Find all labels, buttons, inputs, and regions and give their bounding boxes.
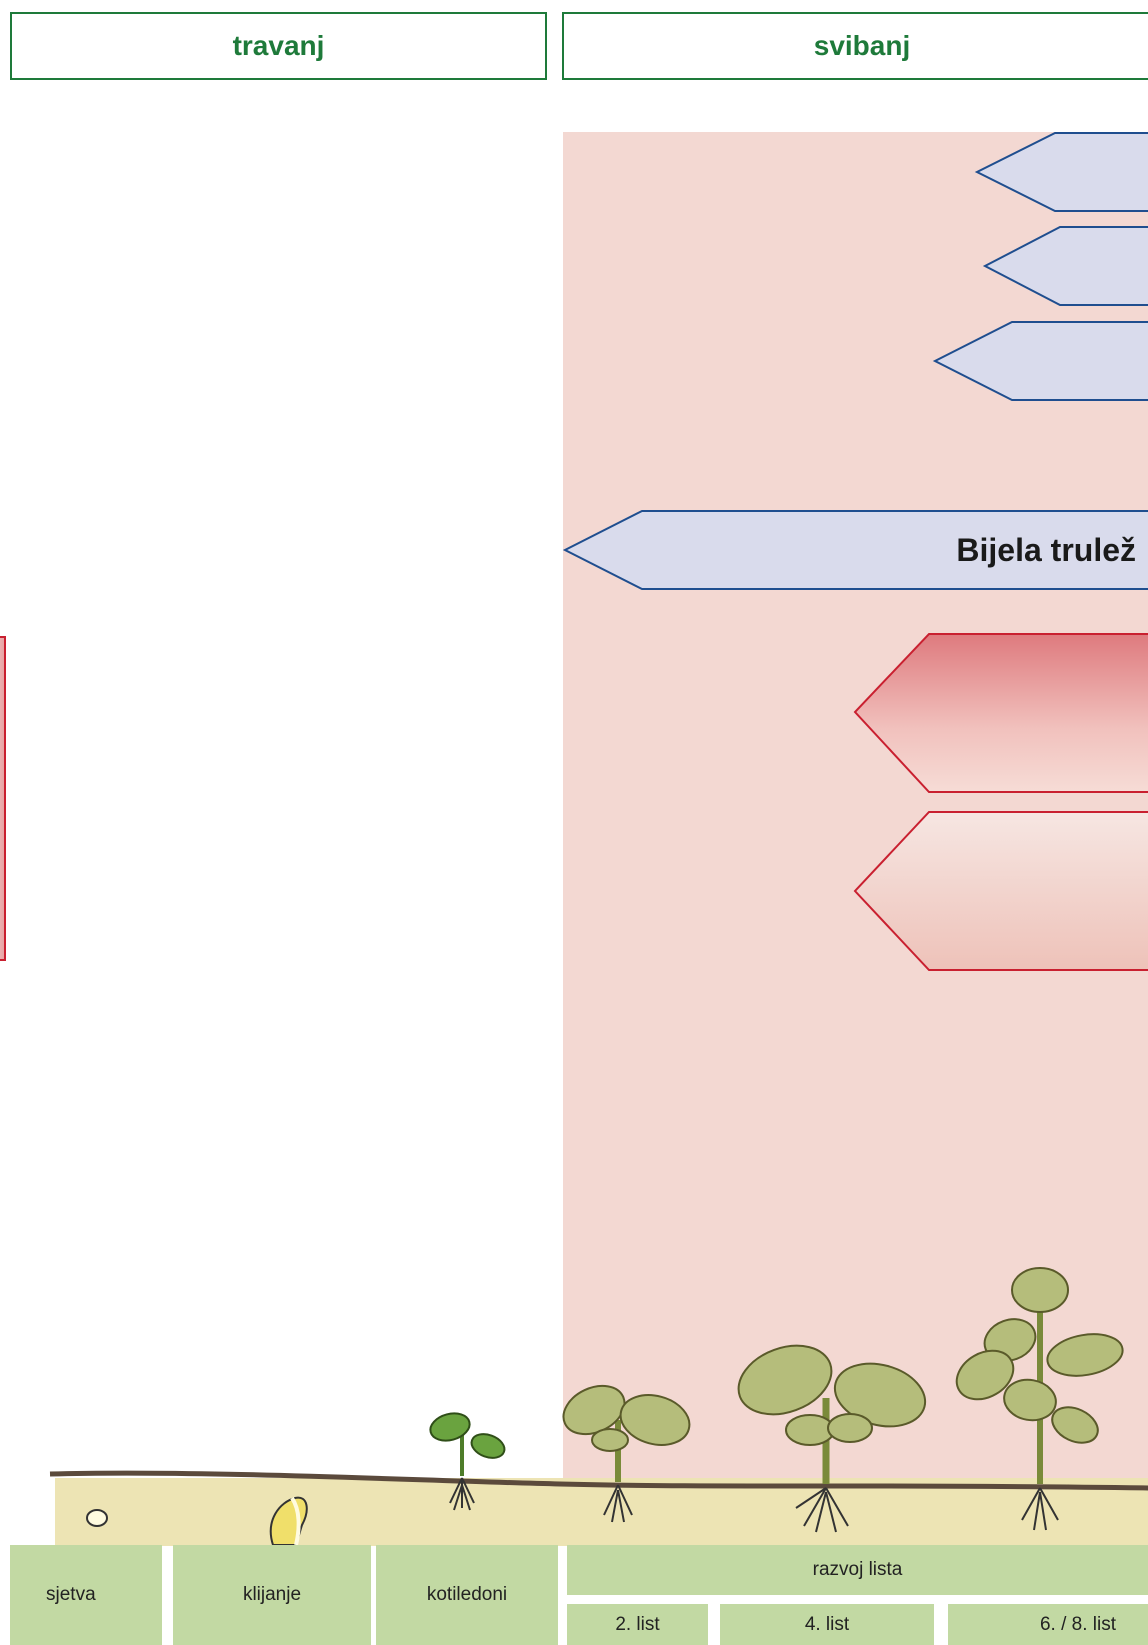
stage-list-6-8-label: 6. / 8. list [1039,1613,1117,1635]
stage-list-4: 4. list [720,1604,934,1645]
red-arrow-1 [853,633,1148,793]
stage-list-6-8: 6. / 8. list [948,1604,1148,1645]
stage-kotiledoni-label: kotiledoni [426,1584,508,1605]
stage-list-2-label: 2. list [615,1613,660,1635]
ground-line [49,1470,1148,1491]
risk-label-bijela-trulez: Bijela trulež [956,531,1136,568]
stage-sjetva: sjetva [10,1545,162,1645]
red-arrow-2 [853,811,1148,971]
growth-stage-table: sjetva klijanje kotiledoni razvoj lista … [0,1545,1148,1645]
plant-6-8-leaf-icon [955,1267,1124,1531]
stage-list-4-label: 4. list [804,1613,850,1635]
stage-sjetva-label: sjetva [46,1584,96,1605]
blue-arrow-bijela-trulez [562,510,1148,590]
stage-klijanje: klijanje [173,1545,371,1645]
stage-klijanje-label: klijanje [242,1584,302,1605]
stage-list-2: 2. list [567,1604,708,1645]
blue-arrow-1 [974,132,1148,212]
seedling-cotyledon-icon [429,1412,506,1511]
stage-razvoj-lista-label: razvoj lista [812,1559,903,1580]
germinating-seed-icon [269,1496,308,1546]
stage-kotiledoni: kotiledoni [376,1545,558,1645]
stage-razvoj-lista: razvoj lista [567,1545,1148,1595]
blue-arrow-3 [932,321,1148,401]
plant-2-leaf-icon [562,1384,691,1523]
left-red-indicator [0,636,6,961]
plant-4-leaf-icon [737,1344,927,1533]
month-header-svibanj: svibanj [562,12,1148,80]
seed-icon [86,1509,108,1527]
blue-arrow-2 [982,226,1148,306]
month-header-travanj: travanj [10,12,547,80]
soil-band [55,1478,1148,1546]
